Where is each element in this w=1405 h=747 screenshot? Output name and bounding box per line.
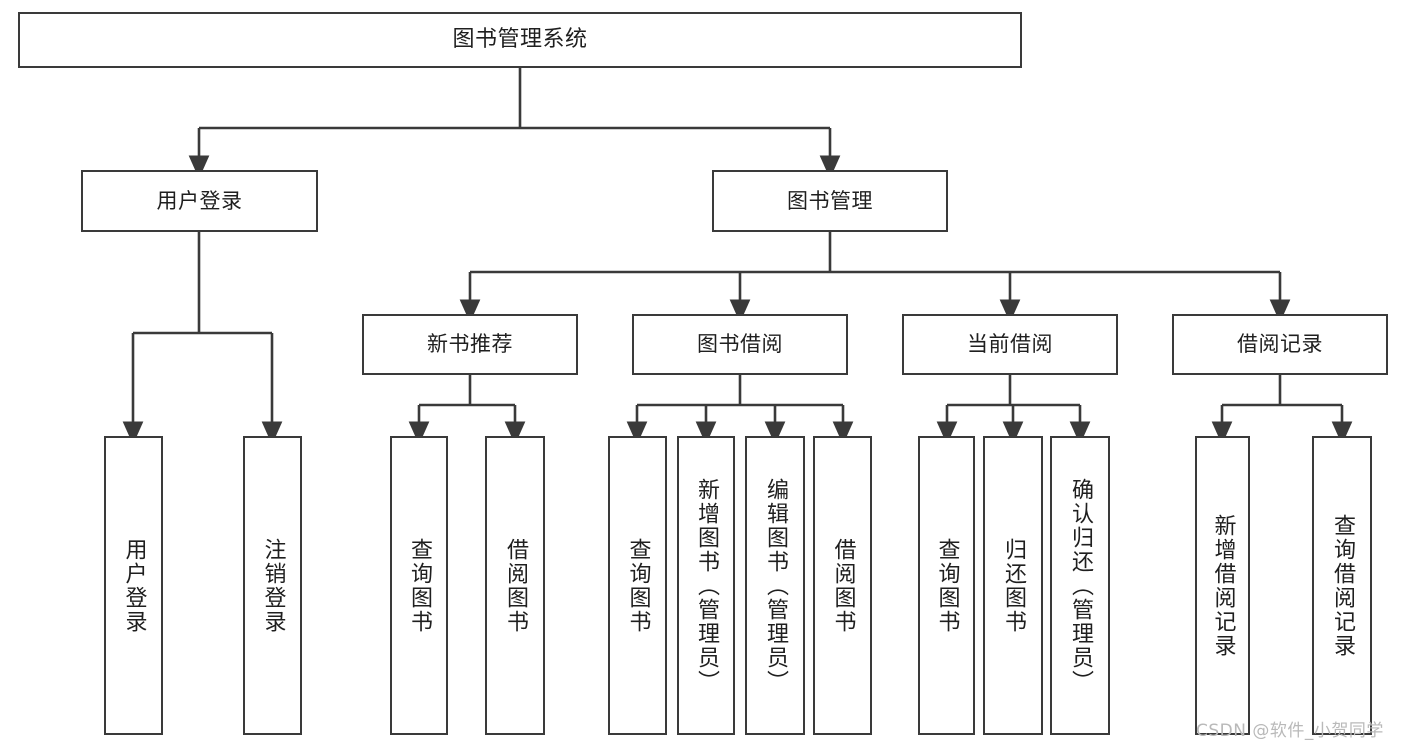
node-leaf-query-book-rec-label: 查询图书 [406, 537, 432, 634]
node-leaf-logout[interactable]: 注销登录 [243, 436, 302, 735]
node-leaf-query-book-rec[interactable]: 查询图书 [390, 436, 448, 735]
node-leaf-user-login-label: 用户登录 [121, 537, 147, 634]
node-leaf-query-record[interactable]: 查询借阅记录 [1312, 436, 1372, 735]
node-leaf-confirm-return[interactable]: 确认归还（管理员） [1050, 436, 1110, 735]
node-leaf-add-record[interactable]: 新增借阅记录 [1195, 436, 1250, 735]
node-root[interactable]: 图书管理系统 [18, 12, 1022, 68]
node-leaf-add-book[interactable]: 新增图书（管理员） [677, 436, 735, 735]
node-leaf-confirm-return-label: 确认归还（管理员） [1067, 477, 1093, 694]
node-book-manage[interactable]: 图书管理 [712, 170, 948, 232]
csdn-watermark: CSDN @软件_小贺同学 [1196, 721, 1384, 741]
node-leaf-query-book-current-label: 查询图书 [934, 537, 960, 634]
node-leaf-query-book-borrow-label: 查询图书 [625, 537, 651, 634]
node-leaf-return-book[interactable]: 归还图书 [983, 436, 1043, 735]
node-new-book-recommend[interactable]: 新书推荐 [362, 314, 578, 375]
node-user-login[interactable]: 用户登录 [81, 170, 318, 232]
node-leaf-edit-book-label: 编辑图书（管理员） [762, 477, 788, 694]
node-leaf-query-record-label: 查询借阅记录 [1329, 513, 1355, 658]
node-borrow-record[interactable]: 借阅记录 [1172, 314, 1388, 375]
node-leaf-borrow-book[interactable]: 借阅图书 [813, 436, 872, 735]
node-leaf-borrow-book-rec[interactable]: 借阅图书 [485, 436, 545, 735]
node-new-book-recommend-label: 新书推荐 [427, 332, 513, 357]
node-borrow-record-label: 借阅记录 [1237, 332, 1323, 357]
node-leaf-query-book-borrow[interactable]: 查询图书 [608, 436, 667, 735]
node-leaf-user-login[interactable]: 用户登录 [104, 436, 163, 735]
node-book-borrow-label: 图书借阅 [697, 332, 783, 357]
node-book-borrow[interactable]: 图书借阅 [632, 314, 848, 375]
node-root-label: 图书管理系统 [452, 26, 588, 52]
node-leaf-borrow-book-rec-label: 借阅图书 [502, 537, 528, 634]
node-leaf-borrow-book-label: 借阅图书 [830, 537, 856, 634]
node-leaf-add-record-label: 新增借阅记录 [1210, 513, 1236, 658]
node-leaf-edit-book[interactable]: 编辑图书（管理员） [745, 436, 805, 735]
node-leaf-logout-label: 注销登录 [260, 537, 286, 634]
node-leaf-query-book-current[interactable]: 查询图书 [918, 436, 975, 735]
node-current-borrow-label: 当前借阅 [967, 332, 1053, 357]
node-user-login-label: 用户登录 [156, 188, 243, 213]
node-book-manage-label: 图书管理 [787, 188, 873, 213]
node-current-borrow[interactable]: 当前借阅 [902, 314, 1118, 375]
node-leaf-add-book-label: 新增图书（管理员） [693, 477, 719, 694]
node-leaf-return-book-label: 归还图书 [1000, 537, 1026, 634]
